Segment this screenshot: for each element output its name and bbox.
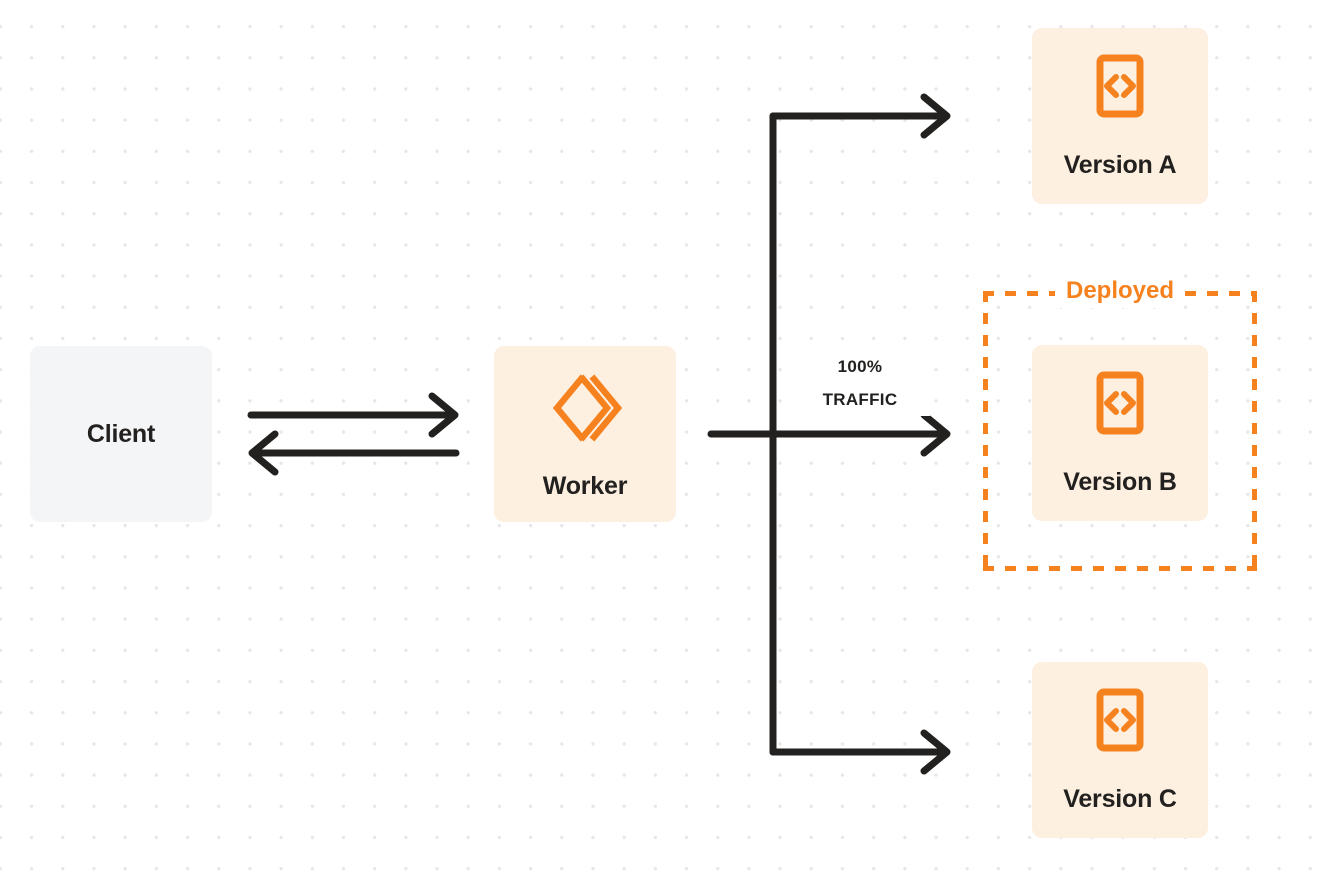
deployed-region: Deployed xyxy=(983,274,1257,571)
deployed-label: Deployed xyxy=(1056,274,1184,308)
code-file-icon xyxy=(1091,54,1149,133)
deployed-border-left xyxy=(983,291,988,571)
arrow-worker-to-client xyxy=(248,430,460,476)
cloudflare-workers-logo-icon xyxy=(546,369,624,452)
deployed-border-bottom xyxy=(983,566,1257,571)
traffic-percent: 100% xyxy=(837,357,883,376)
client-node[interactable]: Client xyxy=(30,346,212,522)
version-c-node[interactable]: Version C xyxy=(1032,662,1208,838)
arrow-client-to-worker xyxy=(247,392,459,438)
arrow-worker-to-version-a xyxy=(769,93,951,139)
version-a-label: Version A xyxy=(1063,151,1177,179)
code-file-icon xyxy=(1091,371,1149,450)
version-b-label: Version B xyxy=(1063,468,1177,496)
version-b-node[interactable]: Version B xyxy=(1032,345,1208,521)
version-a-node[interactable]: Version A xyxy=(1032,28,1208,204)
traffic-label: 100% TRAFFIC xyxy=(790,350,930,417)
version-c-label: Version C xyxy=(1063,785,1177,813)
arrow-worker-to-version-c xyxy=(769,729,951,775)
worker-label: Worker xyxy=(542,472,628,500)
deployed-border-top-left xyxy=(983,291,1055,296)
arrow-worker-to-version-b xyxy=(707,411,951,457)
worker-node[interactable]: Worker xyxy=(494,346,676,522)
deployed-border-top-right xyxy=(1185,291,1257,296)
deployed-border-right xyxy=(1252,291,1257,571)
code-file-icon xyxy=(1091,688,1149,767)
traffic-caption: TRAFFIC xyxy=(822,390,898,410)
client-label: Client xyxy=(86,419,156,448)
